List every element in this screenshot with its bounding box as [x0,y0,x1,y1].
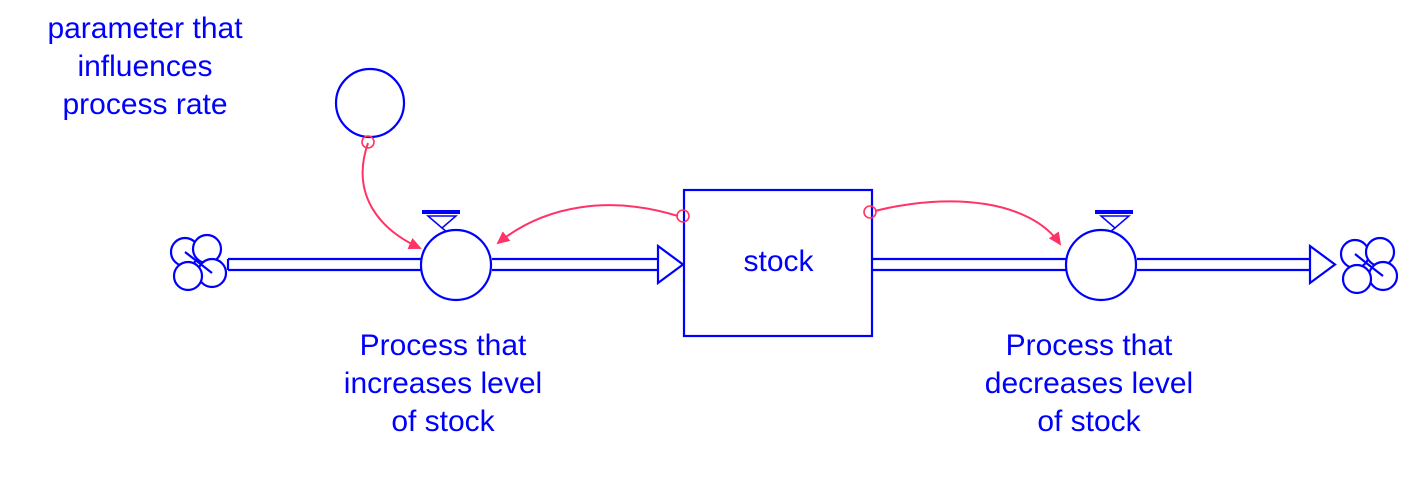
inflow-label-line: of stock [391,405,495,438]
outflow-pipe-in [872,257,1066,272]
sink-cloud-icon [1339,236,1399,295]
parameter-label: parameter that influences process rate [10,10,280,124]
inflow-valve-icon[interactable] [419,210,493,302]
stock-box[interactable] [682,188,874,338]
stock-label: stock [685,242,872,282]
source-cloud-icon [169,233,228,292]
outflow-valve-icon[interactable] [1064,210,1138,302]
outflow-label: Process that decreases level of stock [944,327,1234,441]
parameter-label-line: influences [77,50,213,83]
inflow-label: Process that increases level of stock [298,327,588,441]
outflow-label-line: of stock [1037,405,1141,438]
outflow-label-line: decreases level [984,367,1194,400]
parameter-label-line: process rate [62,88,228,121]
inflow-pipe-out [492,243,685,286]
stock-to-inflow-connector [496,204,679,245]
stock-outflow-connector-origin-icon [863,205,877,219]
parameter-auxiliary-icon[interactable] [334,67,406,139]
stock-label-text: stock [743,245,814,278]
outflow-label-line: Process that [1005,329,1173,362]
inflow-label-line: Process that [359,329,527,362]
inflow-pipe-in [226,257,422,272]
outflow-pipe-out [1137,243,1337,286]
inflow-label-line: increases level [343,367,543,400]
stock-inflow-connector-origin-icon [676,209,690,223]
parameter-label-line: parameter that [47,12,243,45]
parameter-connector-origin-icon [361,135,375,149]
parameter-to-inflow-connector [361,142,422,249]
stock-to-outflow-connector [874,200,1062,246]
